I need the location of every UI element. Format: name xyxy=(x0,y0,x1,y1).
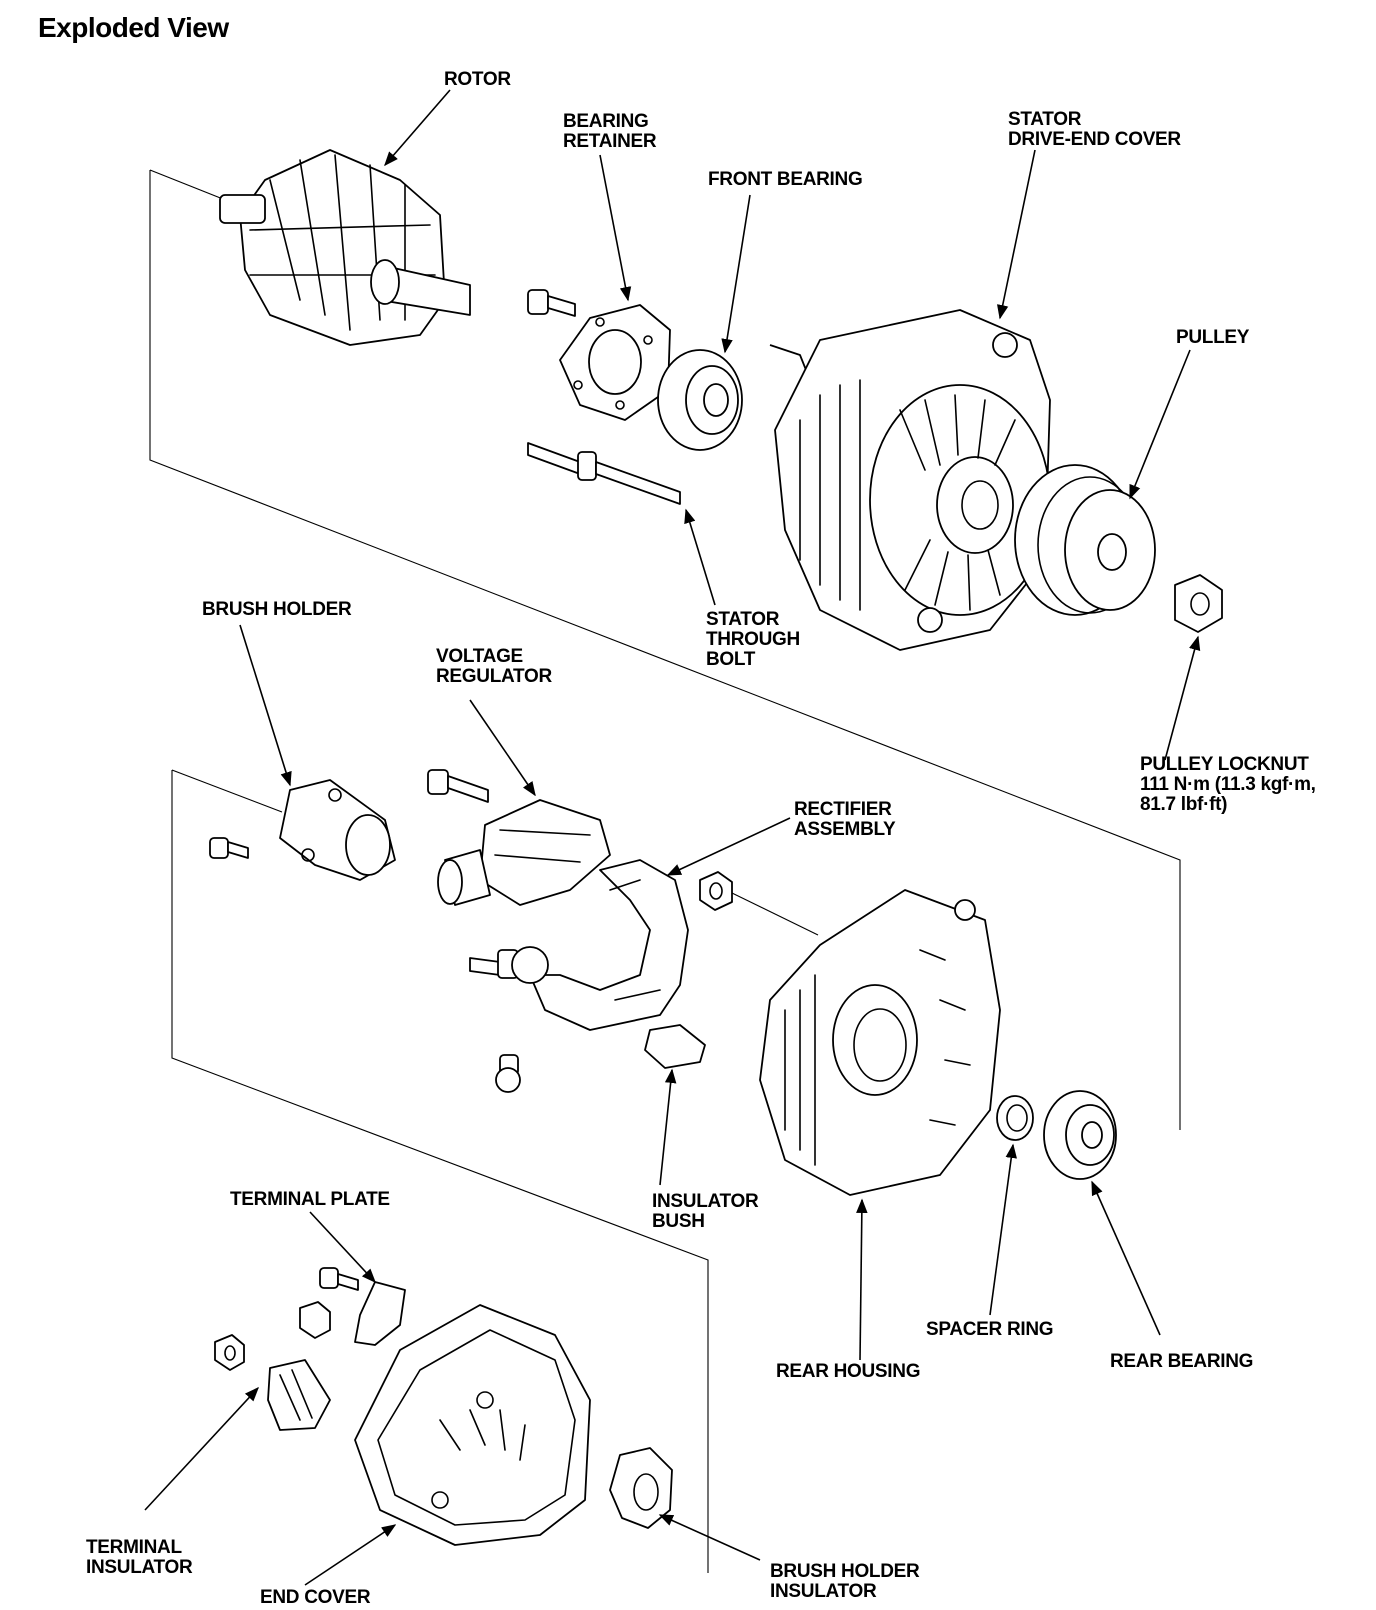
label-rotor: ROTOR xyxy=(444,69,511,90)
label-pulley: PULLEY xyxy=(1176,327,1250,348)
insulator-bush xyxy=(644,1024,706,1069)
rear-bearing xyxy=(1043,1090,1117,1180)
brush-holder xyxy=(209,779,396,881)
stator-drive-end-cover xyxy=(769,309,1051,651)
terminal-plate xyxy=(299,1267,406,1346)
label-end-cover: END COVER xyxy=(260,1587,371,1608)
label-rear-bearing: REAR BEARING xyxy=(1110,1351,1254,1372)
label-brush-holder: BRUSH HOLDER xyxy=(202,599,352,620)
terminal-insulator xyxy=(214,1334,331,1431)
label-front-bearing: FRONT BEARING xyxy=(708,169,863,190)
label-spacer-ring: SPACER RING xyxy=(926,1319,1054,1340)
pulley-locknut xyxy=(1174,574,1223,633)
label-terminal-plate: TERMINAL PLATE xyxy=(230,1189,390,1210)
rear-housing xyxy=(759,889,1001,1196)
rectifier-assembly xyxy=(469,859,689,1093)
rear-housing-nut xyxy=(699,871,819,936)
rotor xyxy=(219,149,471,346)
assembly-frame-lines xyxy=(149,169,1181,1573)
spacer-ring xyxy=(996,1095,1034,1141)
pulley xyxy=(1014,464,1156,616)
end-cover xyxy=(354,1304,591,1546)
stator-through-bolt xyxy=(527,442,681,505)
front-bearing xyxy=(657,349,743,451)
bearing-retainer xyxy=(559,304,671,421)
voltage-regulator xyxy=(427,769,611,906)
label-rear-housing: REAR HOUSING xyxy=(776,1361,921,1382)
page-title: Exploded View xyxy=(38,12,229,43)
leader-arrows xyxy=(144,89,1201,1586)
retainer-screw xyxy=(527,289,576,317)
